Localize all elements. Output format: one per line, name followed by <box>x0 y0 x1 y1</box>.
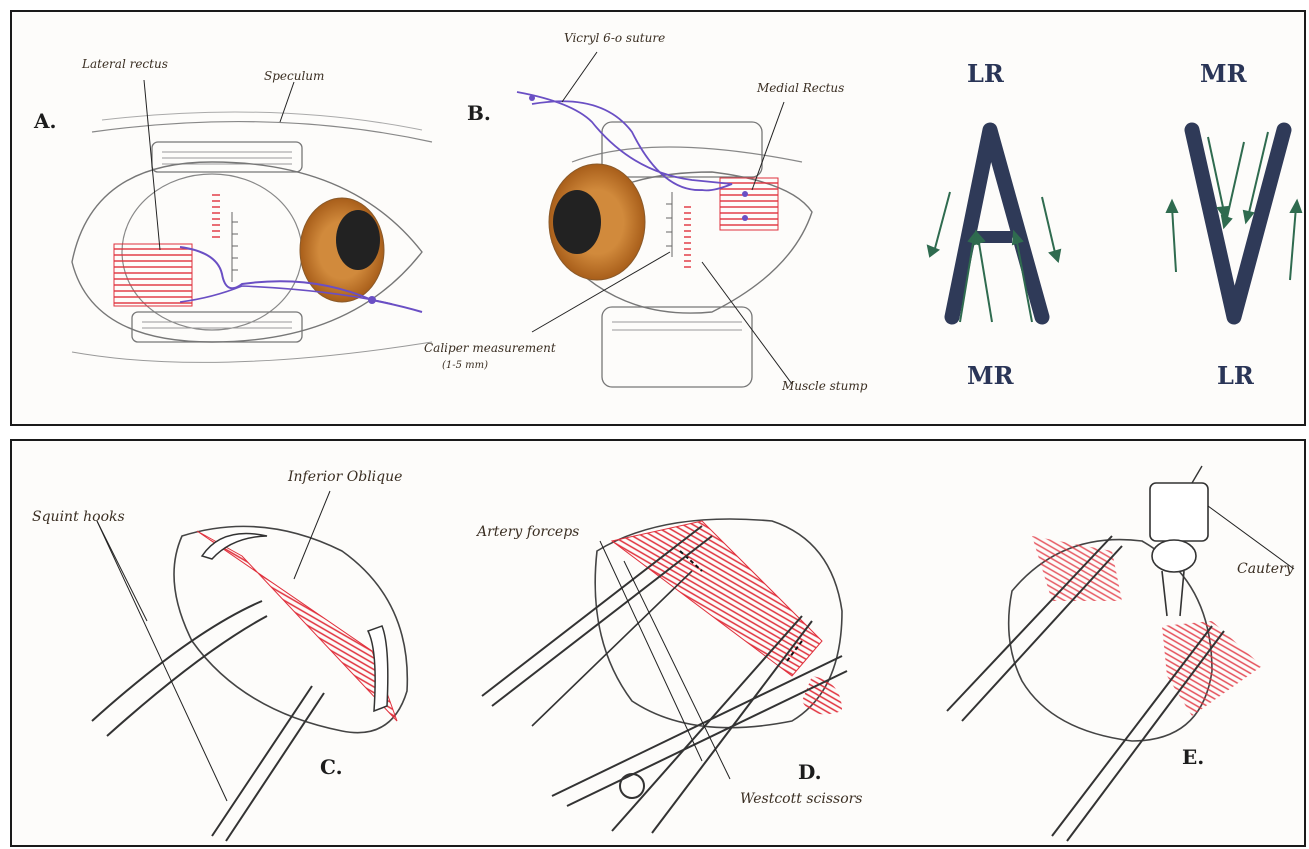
v-bottom-label: LR <box>1217 361 1255 390</box>
label-westcott-scissors: Westcott scissors <box>740 791 863 807</box>
panel-c-drawing <box>92 491 407 841</box>
panel-d-letter: D. <box>798 760 822 784</box>
label-inferior-oblique: Inferior Oblique <box>287 469 402 485</box>
panel-a-drawing <box>72 80 432 362</box>
panel-a-letter: A. <box>33 109 56 133</box>
label-lateral-rectus: Lateral rectus <box>81 57 168 71</box>
bottom-figure-panel: Squint hooks Inferior Oblique C. Artery … <box>10 439 1306 847</box>
label-cautery: Cautery <box>1237 561 1295 577</box>
label-squint-hooks: Squint hooks <box>32 509 125 525</box>
label-speculum: Speculum <box>264 69 324 83</box>
panel-b-letter: B. <box>467 101 491 125</box>
a-top-label: LR <box>967 59 1005 88</box>
label-caliper-measurement: Caliper measurement <box>424 341 556 355</box>
bottom-illustrations: Squint hooks Inferior Oblique C. Artery … <box>12 441 1306 847</box>
v-top-label: MR <box>1200 59 1248 88</box>
panel-c-letter: C. <box>320 755 343 779</box>
label-caliper-range: (1-5 mm) <box>442 360 488 371</box>
top-figure-panel: A. Lateral rectus Speculum B. Vicryl 6-o… <box>10 10 1306 426</box>
label-medial-rectus: Medial Rectus <box>756 81 844 95</box>
label-vicryl-suture: Vicryl 6-o suture <box>564 31 665 45</box>
label-muscle-stump: Muscle stump <box>781 379 868 393</box>
panel-e-drawing <box>947 466 1294 841</box>
label-artery-forceps: Artery forceps <box>475 524 579 540</box>
top-illustrations: A. Lateral rectus Speculum B. Vicryl 6-o… <box>12 12 1306 426</box>
panel-e-letter: E. <box>1182 745 1204 769</box>
panel-d-drawing <box>482 519 847 833</box>
panel-b-drawing <box>517 52 812 387</box>
a-pattern-diagram <box>928 130 1060 322</box>
a-bottom-label: MR <box>967 361 1015 390</box>
v-pattern-diagram <box>1167 130 1301 317</box>
